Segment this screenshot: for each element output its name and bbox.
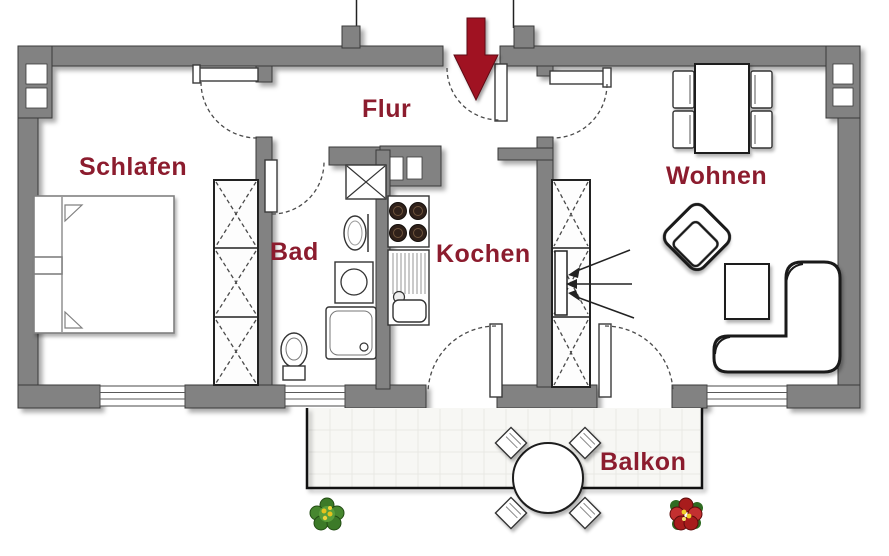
label-flur: Flur — [362, 95, 412, 123]
door-entrance — [446, 63, 508, 122]
window-living — [706, 385, 788, 407]
kitchen-sink — [387, 249, 430, 326]
door-bathroom — [264, 159, 325, 215]
balcony-railing — [305, 408, 704, 490]
label-balkon: Balkon — [600, 448, 687, 476]
bathtub — [325, 306, 377, 360]
shower — [345, 164, 387, 200]
top-wall — [17, 45, 444, 67]
doors — [192, 63, 674, 398]
balcony-chair — [568, 426, 602, 460]
coffee-table — [724, 263, 770, 320]
door-living — [549, 67, 612, 139]
sofa — [712, 260, 842, 374]
stairwell-boundary-lines — [355, 0, 515, 28]
door-balcony-kitchen — [427, 323, 503, 398]
tv — [554, 250, 568, 316]
balcony-chairs — [494, 426, 602, 530]
wardrobe-living — [551, 179, 635, 388]
door-balcony-living — [598, 323, 674, 398]
dining-table — [694, 63, 750, 154]
balcony-chair — [494, 426, 528, 460]
entrance-arrow-icon — [453, 17, 499, 102]
label-bad: Bad — [270, 238, 319, 266]
balcony-table — [512, 442, 584, 514]
windows — [99, 385, 788, 407]
dining-chair — [750, 110, 773, 149]
top-wall — [499, 45, 861, 67]
window-bedroom — [99, 385, 186, 407]
label-kochen: Kochen — [436, 240, 531, 268]
dining-chair — [672, 70, 695, 109]
dining-chair — [672, 110, 695, 149]
living-partition-wall — [536, 136, 554, 388]
kitchen-block — [387, 195, 430, 326]
toilet — [280, 332, 308, 381]
stove — [387, 195, 430, 248]
bathroom-fixtures — [280, 164, 387, 381]
plant-green-icon — [309, 497, 345, 531]
bed — [33, 195, 175, 334]
armchair — [662, 202, 732, 272]
balcony — [305, 408, 704, 531]
label-schlafen: Schlafen — [79, 153, 188, 181]
door-bedroom — [192, 64, 259, 139]
washing-machine — [334, 261, 374, 304]
plant-red-icon — [669, 497, 703, 531]
balcony-chair — [494, 496, 528, 530]
tv-viewing-arrows — [566, 249, 635, 319]
walls — [17, 25, 861, 409]
washbasin — [343, 214, 369, 252]
wardrobe-bedroom — [213, 179, 259, 386]
dining-chair — [750, 70, 773, 109]
hall-wall-arm — [497, 147, 554, 161]
label-wohnen: Wohnen — [666, 162, 768, 190]
balcony-chair — [568, 496, 602, 530]
bottom-wall — [17, 384, 861, 409]
window-bathroom — [284, 385, 346, 407]
dining-set — [672, 63, 773, 154]
